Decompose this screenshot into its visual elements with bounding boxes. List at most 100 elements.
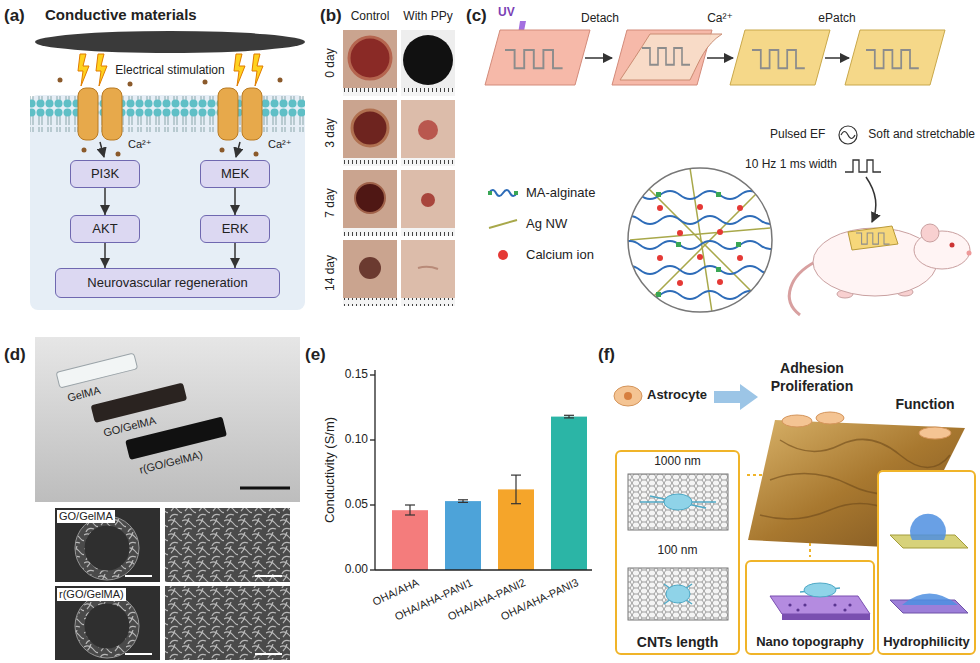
astrocyte-illustration: [782, 412, 951, 439]
sem-image: [165, 586, 290, 660]
uv-label: UV: [498, 6, 515, 20]
rat-illustration: [950, 243, 955, 248]
legend-entry: Calcium ion: [488, 248, 595, 263]
panel-label: (d): [4, 345, 26, 365]
pathway-arrow: [104, 243, 106, 268]
network-zoom-circle: [620, 291, 780, 299]
network-zoom-circle: [620, 168, 780, 312]
legend-sample: [488, 186, 518, 200]
bar-chart: [375, 569, 592, 570]
astrocyte-illustration: [796, 608, 799, 611]
pathway-arrow: [234, 243, 236, 268]
wound-photo: [421, 193, 435, 207]
patch-fabrication-illustration: [845, 30, 945, 85]
network-zoom-circle: [620, 191, 780, 299]
wound-photo: [401, 88, 455, 96]
cell-membrane-illustration: [78, 54, 89, 86]
sem-image: [255, 653, 282, 655]
box-text: PI3K: [91, 167, 119, 182]
row-label: 7 day: [324, 188, 338, 217]
astrocyte-illustration: [910, 514, 946, 540]
cell-membrane-illustration: [58, 78, 283, 157]
row-label: 14 day: [324, 255, 338, 291]
wound-photo: [352, 110, 388, 146]
legend-sample: [488, 248, 518, 262]
astrocyte-illustration: [614, 384, 976, 655]
network-zoom-circle: [620, 216, 780, 224]
astrocyte-illustration: [614, 386, 642, 406]
wound-photo: [401, 100, 455, 166]
wound-photo: [355, 183, 385, 213]
bar-chart: [511, 503, 521, 504]
wound-photo: [418, 267, 438, 269]
network-zoom-circle: [697, 204, 703, 210]
network-zoom-circle: [656, 192, 661, 197]
stimulus-symbol: [839, 126, 857, 144]
box-text: ERK: [222, 222, 249, 237]
sem-image: [75, 516, 139, 580]
sem-image: [125, 575, 152, 577]
rat-illustration: [848, 226, 898, 250]
astrocyte-illustration: [615, 450, 740, 655]
cell-membrane-illustration: [254, 152, 259, 157]
cell-label: Astrocyte: [647, 388, 707, 403]
panel-heading: Conductive materials: [45, 6, 197, 23]
wound-photo: [343, 88, 397, 96]
cell-membrane-illustration: [116, 152, 121, 157]
chain-end-sample: [514, 191, 518, 195]
patch-fabrication-illustration: [752, 50, 805, 68]
network-zoom-circle: [736, 242, 741, 247]
pathway-box: Neurovascular regeneration: [55, 268, 280, 298]
network-zoom-circle: [676, 242, 681, 247]
bar-chart: [564, 415, 574, 416]
wound-photo: [401, 170, 455, 236]
wound-photo: [343, 298, 397, 306]
rat-illustration: [921, 224, 939, 242]
box-text: Nano topography: [756, 635, 864, 650]
patch-fabrication-illustration: [505, 50, 563, 68]
astrocyte-illustration: [833, 603, 836, 606]
ion-label: Ca²⁺: [268, 138, 292, 151]
wound-photo: [401, 228, 455, 236]
patch-fabrication-illustration: [642, 48, 690, 65]
panel-label: (b): [320, 6, 342, 26]
axis-title: Conductivity (S/m): [323, 417, 338, 523]
astrocyte-illustration: [843, 608, 846, 611]
sem-image: [125, 653, 152, 655]
sample-label: r(GO/GelMA): [57, 588, 126, 601]
panel-label: (e): [305, 345, 326, 365]
conduit-photo: [35, 337, 300, 502]
astrocyte-illustration: [800, 584, 840, 596]
network-zoom-circle: [697, 254, 703, 260]
legend-sample: [488, 217, 518, 231]
network-zoom-circle: [657, 205, 663, 211]
patch-fabrication-illustration: [620, 34, 722, 80]
wound-photo: [343, 30, 455, 306]
wound-photo: [343, 170, 397, 236]
feature-box: Nano topography: [745, 560, 875, 655]
cell-membrane-illustration: [102, 88, 122, 140]
cell-membrane-illustration: [30, 96, 305, 132]
wound-photo: [401, 298, 455, 306]
bar-chart: [370, 370, 592, 570]
astrocyte-illustration: [770, 596, 870, 614]
row-label: 0 day: [324, 48, 338, 77]
bar-chart: [374, 370, 375, 570]
bar-chart: [370, 504, 375, 505]
sem-image: [80, 599, 134, 653]
sem-image: [80, 521, 134, 575]
network-zoom-circle: [737, 255, 743, 261]
chain-sample: [489, 190, 517, 196]
box-text: 1000 nm: [654, 455, 701, 469]
sem-image: [125, 576, 282, 654]
patch-fabrication-illustration: [730, 30, 830, 85]
legend-text: Calcium ion: [526, 248, 594, 263]
cell-membrane-illustration: [242, 88, 262, 140]
stimulus-symbol: [845, 160, 881, 172]
astrocyte-illustration: [664, 584, 692, 604]
legend-entry: Ag NW: [488, 217, 595, 232]
bar-chart: [409, 505, 410, 515]
legend-entry: MA-alginate: [488, 186, 595, 201]
box-text: 100 nm: [657, 544, 697, 558]
